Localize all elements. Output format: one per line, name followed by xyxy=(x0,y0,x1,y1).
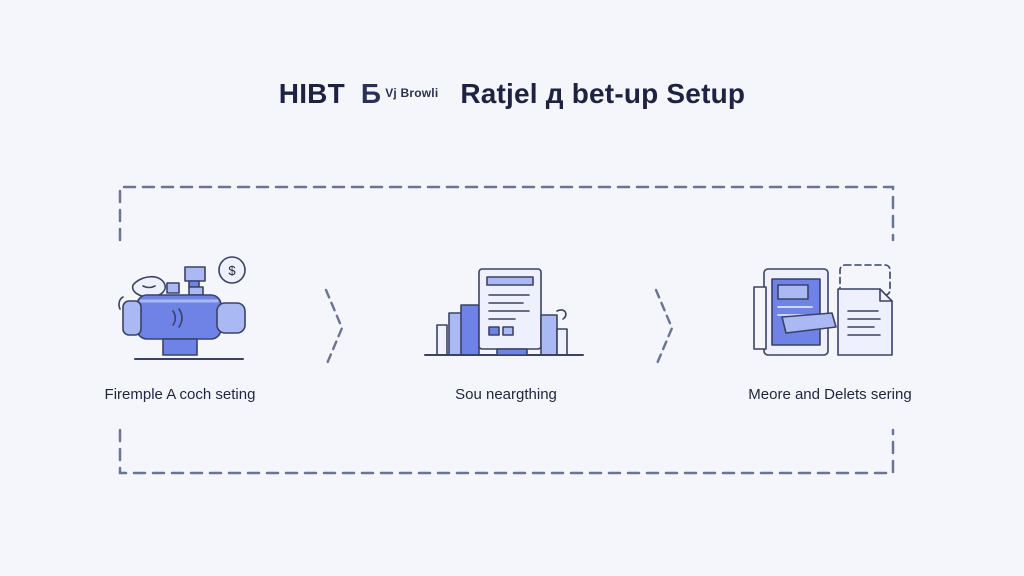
step-label-3: Meore and Delets sering xyxy=(748,386,912,403)
coin-icon xyxy=(218,256,246,284)
chevron-right-icon xyxy=(654,288,674,368)
pipe-valve-icon: $ xyxy=(118,256,246,360)
frame-bottom-edge xyxy=(118,428,895,475)
title-part-2: Ratjel д bet-up Setup xyxy=(460,78,746,109)
chevron-right-icon xyxy=(324,288,344,368)
step-label-2: Sou neargthing xyxy=(455,386,557,403)
files-transfer-icon xyxy=(753,264,893,356)
document-city-icon xyxy=(424,268,584,356)
title-part-1: HIBT xyxy=(278,78,345,109)
title-glyph: Б xyxy=(360,78,382,109)
frame-top-edge xyxy=(118,185,895,242)
step-label-1: Firemple A coch seting xyxy=(104,386,256,403)
title-logo-text: Vj Browli xyxy=(385,85,439,100)
coin-symbol: $ xyxy=(228,263,236,278)
